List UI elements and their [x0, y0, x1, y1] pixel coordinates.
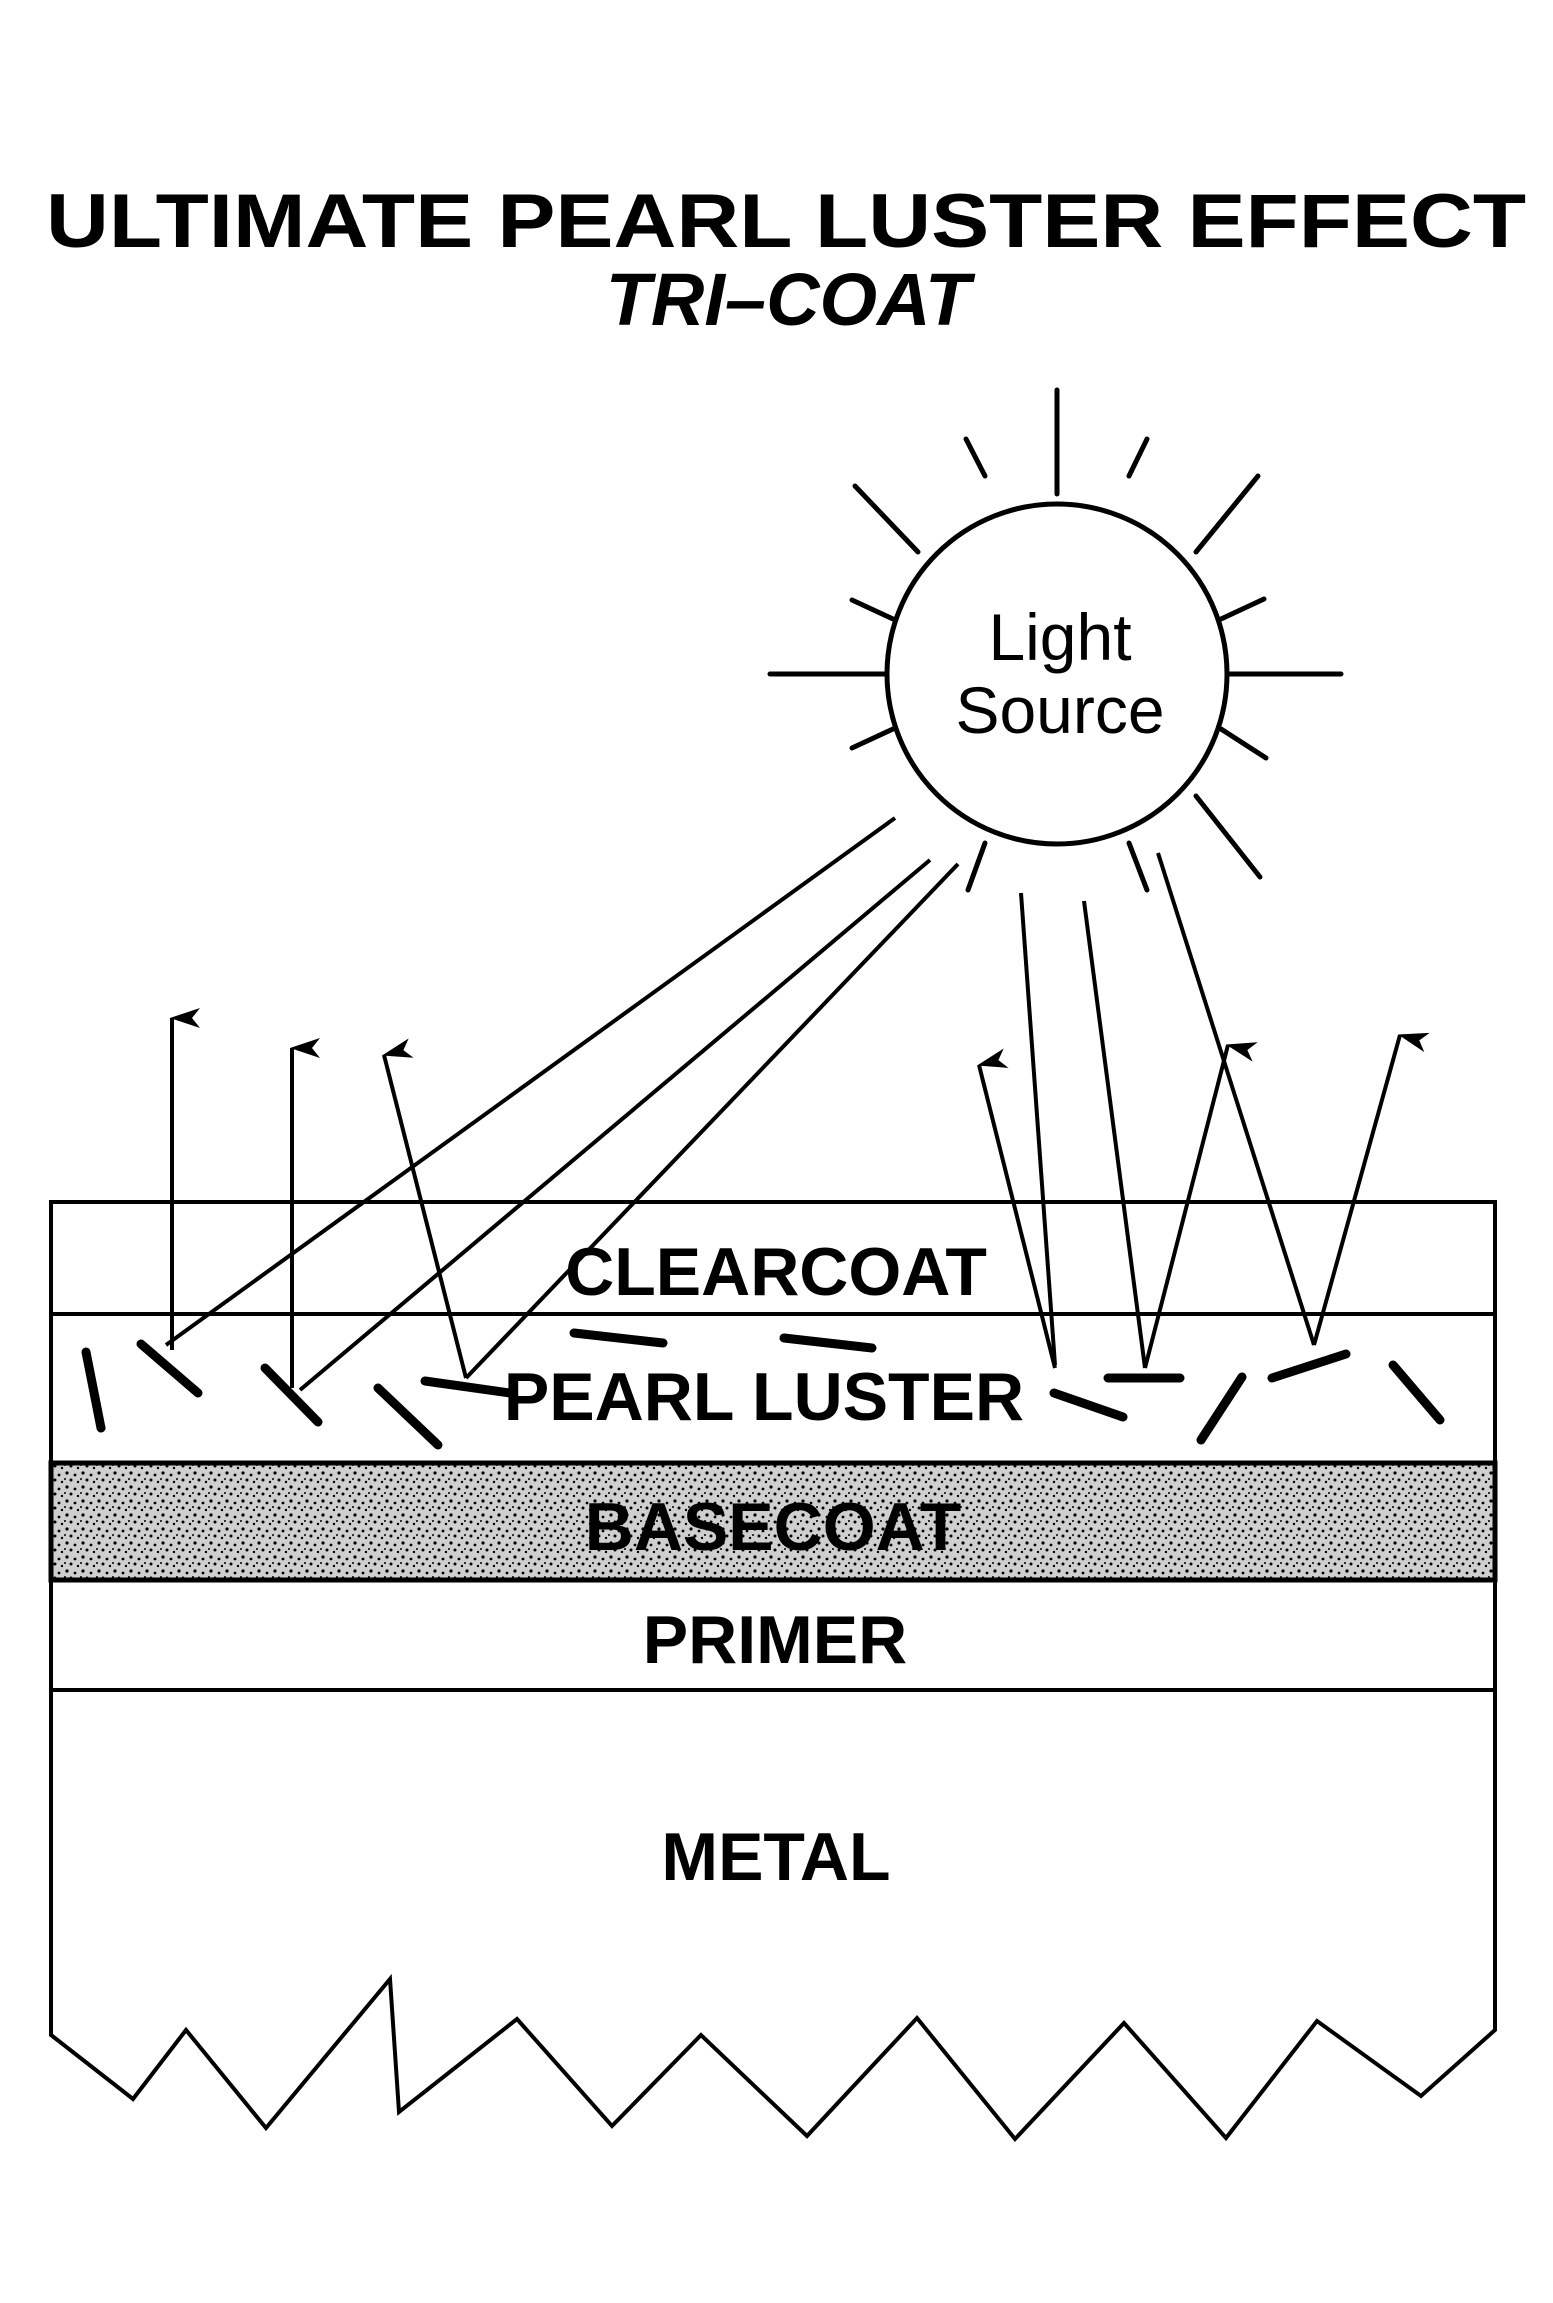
pearl-flakes — [81, 1328, 1445, 1450]
clearcoat-label: CLEARCOAT — [565, 1234, 987, 1310]
incident-light-rays — [164, 816, 1316, 1392]
incident-ray-1 — [164, 816, 897, 1347]
basecoat-band — [48, 1460, 1498, 1583]
title-line-1: ULTIMATE PEARL LUSTER EFFECT — [46, 179, 1526, 264]
pearl-flake — [420, 1376, 515, 1398]
metal-outline — [49, 1688, 1497, 2143]
primer-label: PRIMER — [643, 1602, 907, 1678]
incident-ray-5 — [1082, 900, 1147, 1369]
title-line-2: TRI–COAT — [606, 258, 976, 341]
reflected-ray-3 — [382, 1038, 468, 1379]
metal-label: METAL — [661, 1819, 890, 1895]
metal-layer: METAL — [49, 1688, 1497, 2143]
pearl-flake — [779, 1333, 877, 1353]
pearl-flake — [81, 1347, 106, 1433]
incident-ray-3 — [464, 862, 960, 1380]
pearl-flake — [1049, 1388, 1128, 1422]
basecoat-layer: BASECOAT — [48, 1460, 1498, 1583]
sun-rays — [767, 387, 1344, 893]
pearl-flake — [373, 1383, 443, 1450]
pearl-flake — [1196, 1372, 1247, 1445]
reflected-ray-4 — [977, 1048, 1057, 1369]
light-source-label-line-1: Light — [988, 600, 1131, 674]
incident-ray-4 — [1019, 892, 1057, 1366]
basecoat-label: BASECOAT — [585, 1489, 962, 1565]
pearl-flake — [1388, 1360, 1445, 1425]
pearl-luster-layer: PEARL LUSTER — [49, 1312, 1497, 1465]
light-source-label-line-2: Source — [955, 673, 1164, 747]
reflected-ray-5 — [1143, 1042, 1258, 1369]
clearcoat-layer: CLEARCOAT — [49, 1200, 1497, 1316]
reflected-ray-6 — [1312, 1032, 1430, 1346]
pearl-flake — [569, 1328, 668, 1348]
primer-layer: PRIMER — [49, 1578, 1497, 1692]
title: ULTIMATE PEARL LUSTER EFFECT TRI–COAT — [46, 179, 1526, 341]
pearl-flake — [136, 1339, 203, 1398]
light-source: Light Source — [767, 387, 1344, 893]
pearl-flake — [1267, 1349, 1351, 1383]
incident-ray-6 — [1156, 852, 1316, 1346]
incident-ray-2 — [298, 858, 932, 1392]
pearl-luster-label: PEARL LUSTER — [504, 1359, 1024, 1435]
pearl-flake — [260, 1363, 323, 1427]
